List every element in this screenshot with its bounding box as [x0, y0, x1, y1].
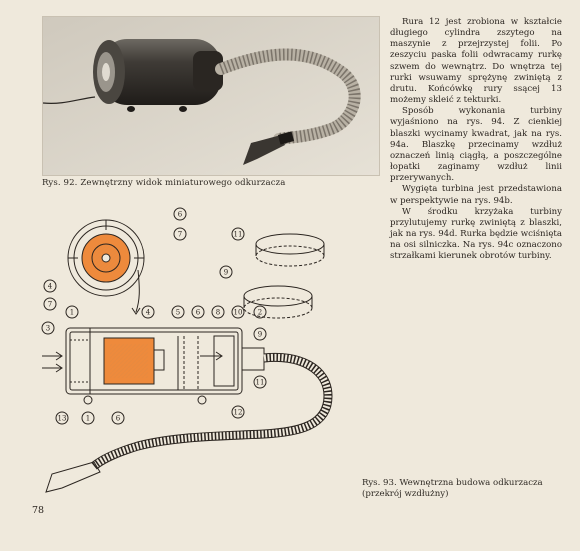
callout-11-right: 11	[253, 375, 267, 389]
svg-text:13: 13	[58, 415, 67, 423]
svg-text:1: 1	[86, 415, 90, 423]
body-text: Rura 12 jest zrobiona w kształcie długie…	[390, 17, 562, 262]
callout-7-top: 7	[173, 227, 187, 241]
callout-4-mid: 4	[141, 305, 155, 319]
svg-text:9: 9	[258, 331, 262, 339]
svg-text:11: 11	[256, 379, 265, 387]
svg-text:4: 4	[146, 309, 151, 317]
svg-text:6: 6	[116, 415, 121, 423]
callout-11-top: 11	[231, 227, 245, 241]
paragraph-1: Rura 12 jest zrobiona w kształcie długie…	[390, 17, 562, 106]
paragraph-3: Wygięta turbina jest przedstawiona w per…	[390, 184, 562, 206]
callout-4-left: 4	[43, 279, 57, 293]
svg-text:6: 6	[196, 309, 201, 317]
callout-9-top: 9	[219, 265, 233, 279]
nozzle	[45, 461, 101, 493]
callout-6-mid: 6	[191, 305, 205, 319]
callout-1: 1	[65, 305, 79, 319]
svg-text:10: 10	[234, 309, 243, 317]
svg-text:12: 12	[234, 409, 243, 417]
cross-section-diagram: 6 7 4 7 11 9 1	[41, 207, 333, 493]
paragraph-2: Sposób wykonania turbiny wyjaśniono na r…	[390, 106, 562, 184]
page-number: 78	[32, 505, 45, 516]
vacuum-photo-illustration	[43, 17, 379, 175]
callout-10: 10	[231, 305, 245, 319]
svg-text:6: 6	[178, 211, 183, 219]
svg-text:7: 7	[48, 301, 52, 309]
callout-6-bottom: 6	[111, 411, 125, 425]
callout-7-left: 7	[43, 297, 57, 311]
svg-text:5: 5	[176, 309, 180, 317]
svg-text:9: 9	[224, 269, 228, 277]
callout-2: 2	[253, 305, 267, 319]
svg-text:4: 4	[48, 283, 53, 291]
callout-3: 3	[41, 321, 55, 335]
figure-93-caption: Rys. 93. Wewnętrzna budowa odkurzacza (p…	[362, 478, 543, 499]
callout-9-right: 9	[253, 327, 267, 341]
callout-1-bottom: 1	[81, 411, 95, 425]
svg-text:8: 8	[216, 309, 220, 317]
callout-12: 12	[231, 405, 245, 419]
callout-6-top: 6	[173, 207, 187, 221]
svg-text:1: 1	[70, 309, 74, 317]
svg-text:2: 2	[258, 309, 262, 317]
callout-8-mid: 8	[211, 305, 225, 319]
vacuum-photo	[42, 16, 380, 176]
svg-text:11: 11	[234, 231, 243, 239]
paragraph-4: W środku krzyżaka turbiny przylutujemy r…	[390, 206, 562, 262]
svg-text:7: 7	[178, 231, 182, 239]
figure-93-diagram: 6 7 4 7 11 9 1	[28, 200, 368, 500]
svg-text:3: 3	[46, 325, 50, 333]
callout-13: 13	[55, 411, 69, 425]
figure-92-caption: Rys. 92. Zewnętrzny widok miniaturowego …	[42, 178, 286, 188]
callout-5: 5	[171, 305, 185, 319]
